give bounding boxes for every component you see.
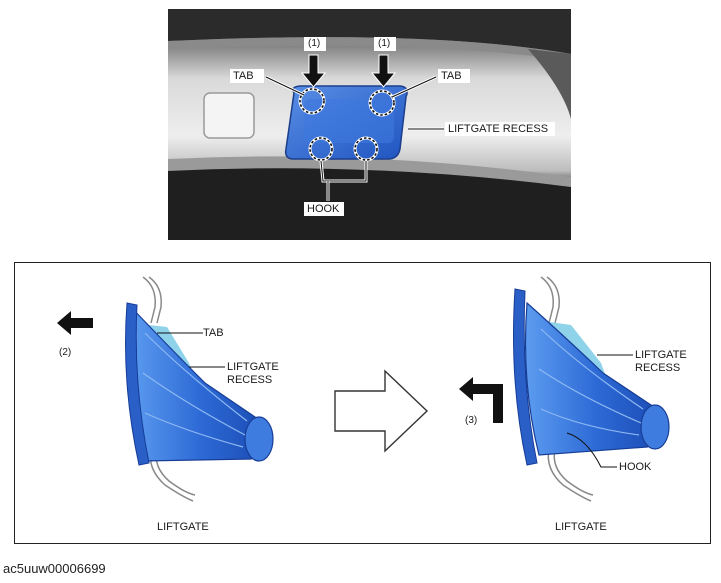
hook-label: HOOK: [307, 203, 340, 215]
tab-label-right: TAB: [441, 70, 462, 82]
tab-label-left: TAB: [233, 70, 254, 82]
removal-steps-graphic: [57, 276, 670, 502]
step-label-3: (3): [465, 415, 478, 426]
liftgate-recess-label-right-1: LIFTGATE: [635, 349, 687, 361]
step-label-1-right: (1): [378, 38, 391, 49]
liftgate-label-left: LIFTGATE: [157, 521, 209, 533]
liftgate-photo-graphic: [168, 9, 571, 240]
hook-label-right: HOOK: [619, 461, 652, 473]
liftgate-recess-label-left-1: LIFTGATE: [227, 361, 279, 373]
liftgate-photo: (1) (1) TAB TAB LIFTGATE RECESS HOOK: [168, 9, 571, 240]
step-label-2: (2): [59, 347, 72, 358]
tab-label: TAB: [203, 327, 224, 339]
liftgate-recess-label-right-2: RECESS: [635, 362, 681, 374]
liftgate-recess-label: LIFTGATE RECESS: [448, 123, 549, 135]
liftgate-recess-label-left-2: RECESS: [227, 374, 273, 386]
removal-steps-panel: (2) TAB LIFTGATE RECESS LIFTGATE (3) LIF…: [14, 262, 711, 544]
step-label-1-left: (1): [308, 38, 321, 49]
figure-code: ac5uuw00006699: [3, 561, 106, 576]
liftgate-label-right: LIFTGATE: [555, 521, 607, 533]
